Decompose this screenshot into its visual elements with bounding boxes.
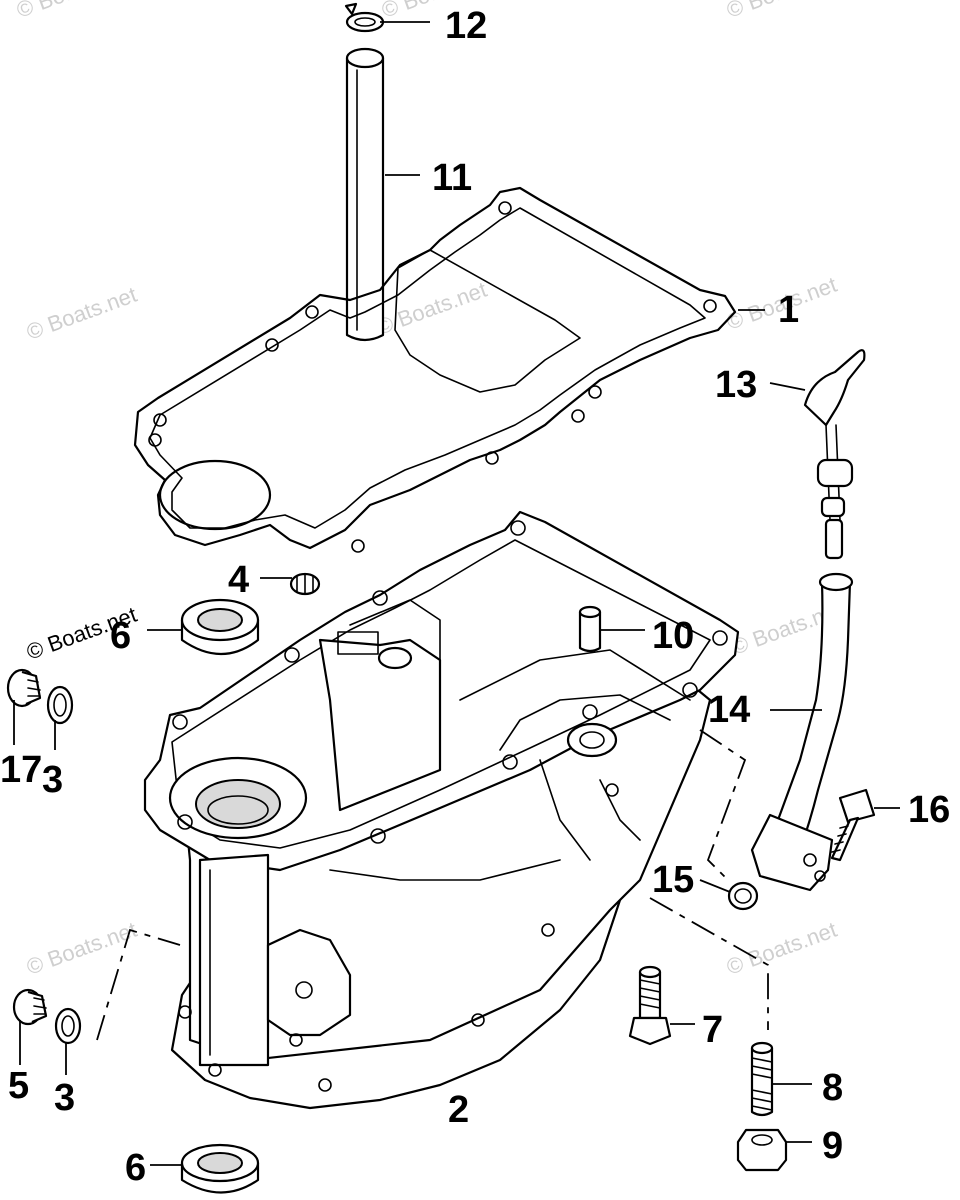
callout-5: 5 bbox=[8, 1065, 29, 1107]
part-16-bolt bbox=[830, 788, 876, 862]
part-6-oil-seal-lower bbox=[180, 1143, 260, 1194]
callout-6-lower: 6 bbox=[125, 1147, 146, 1189]
callout-16: 16 bbox=[908, 789, 950, 831]
callout-12: 12 bbox=[445, 5, 487, 47]
part-13-dipstick bbox=[803, 349, 866, 560]
callout-8: 8 bbox=[822, 1067, 843, 1109]
part-6-oil-seal-upper bbox=[180, 598, 260, 656]
watermark: © Boats.net bbox=[23, 917, 140, 980]
callout-6-upper: 6 bbox=[110, 615, 131, 657]
watermark: © Boats.net bbox=[13, 0, 130, 23]
callout-7: 7 bbox=[702, 1009, 723, 1051]
watermark: © Boats.net bbox=[723, 917, 840, 980]
part-8-stud bbox=[750, 1041, 774, 1117]
part-15-o-ring bbox=[727, 881, 759, 911]
part-11-tube bbox=[345, 47, 385, 342]
watermark: © Boats.net bbox=[373, 277, 490, 340]
callout-15: 15 bbox=[652, 859, 694, 901]
part-3-washer-lower bbox=[54, 1007, 82, 1045]
callout-3-upper: 3 bbox=[42, 759, 63, 801]
part-12-clip bbox=[344, 2, 385, 33]
part-2-oil-pan bbox=[143, 510, 740, 1110]
part-14-dipstick-guide bbox=[750, 572, 854, 892]
assembly-lines bbox=[96, 729, 769, 1041]
part-1-gasket bbox=[133, 186, 737, 553]
callout-9: 9 bbox=[822, 1125, 843, 1167]
callout-11: 11 bbox=[432, 157, 472, 199]
callout-4: 4 bbox=[228, 559, 249, 601]
callout-13: 13 bbox=[715, 364, 757, 406]
callout-14: 14 bbox=[708, 689, 750, 731]
part-10-dowel-pin bbox=[578, 605, 602, 653]
part-17-drain-plug bbox=[6, 668, 42, 708]
watermark: © Boats.net bbox=[23, 282, 140, 345]
part-3-washer-upper bbox=[46, 685, 74, 725]
part-7-bolt bbox=[628, 965, 672, 1046]
callout-17: 17 bbox=[0, 749, 42, 791]
leader-lines bbox=[13, 21, 900, 1166]
callout-2: 2 bbox=[448, 1089, 469, 1131]
callouts: 12 11 1 13 4 6 10 14 16 15 17 3 5 3 7 2 … bbox=[0, 5, 950, 1189]
callout-1: 1 bbox=[778, 289, 799, 331]
callout-10: 10 bbox=[652, 615, 694, 657]
watermark: © Boats.net bbox=[723, 0, 840, 23]
part-4-plug bbox=[289, 572, 321, 596]
part-9-nut bbox=[736, 1128, 788, 1172]
callout-3-lower: 3 bbox=[54, 1077, 75, 1119]
part-5-drain-plug bbox=[12, 988, 48, 1026]
